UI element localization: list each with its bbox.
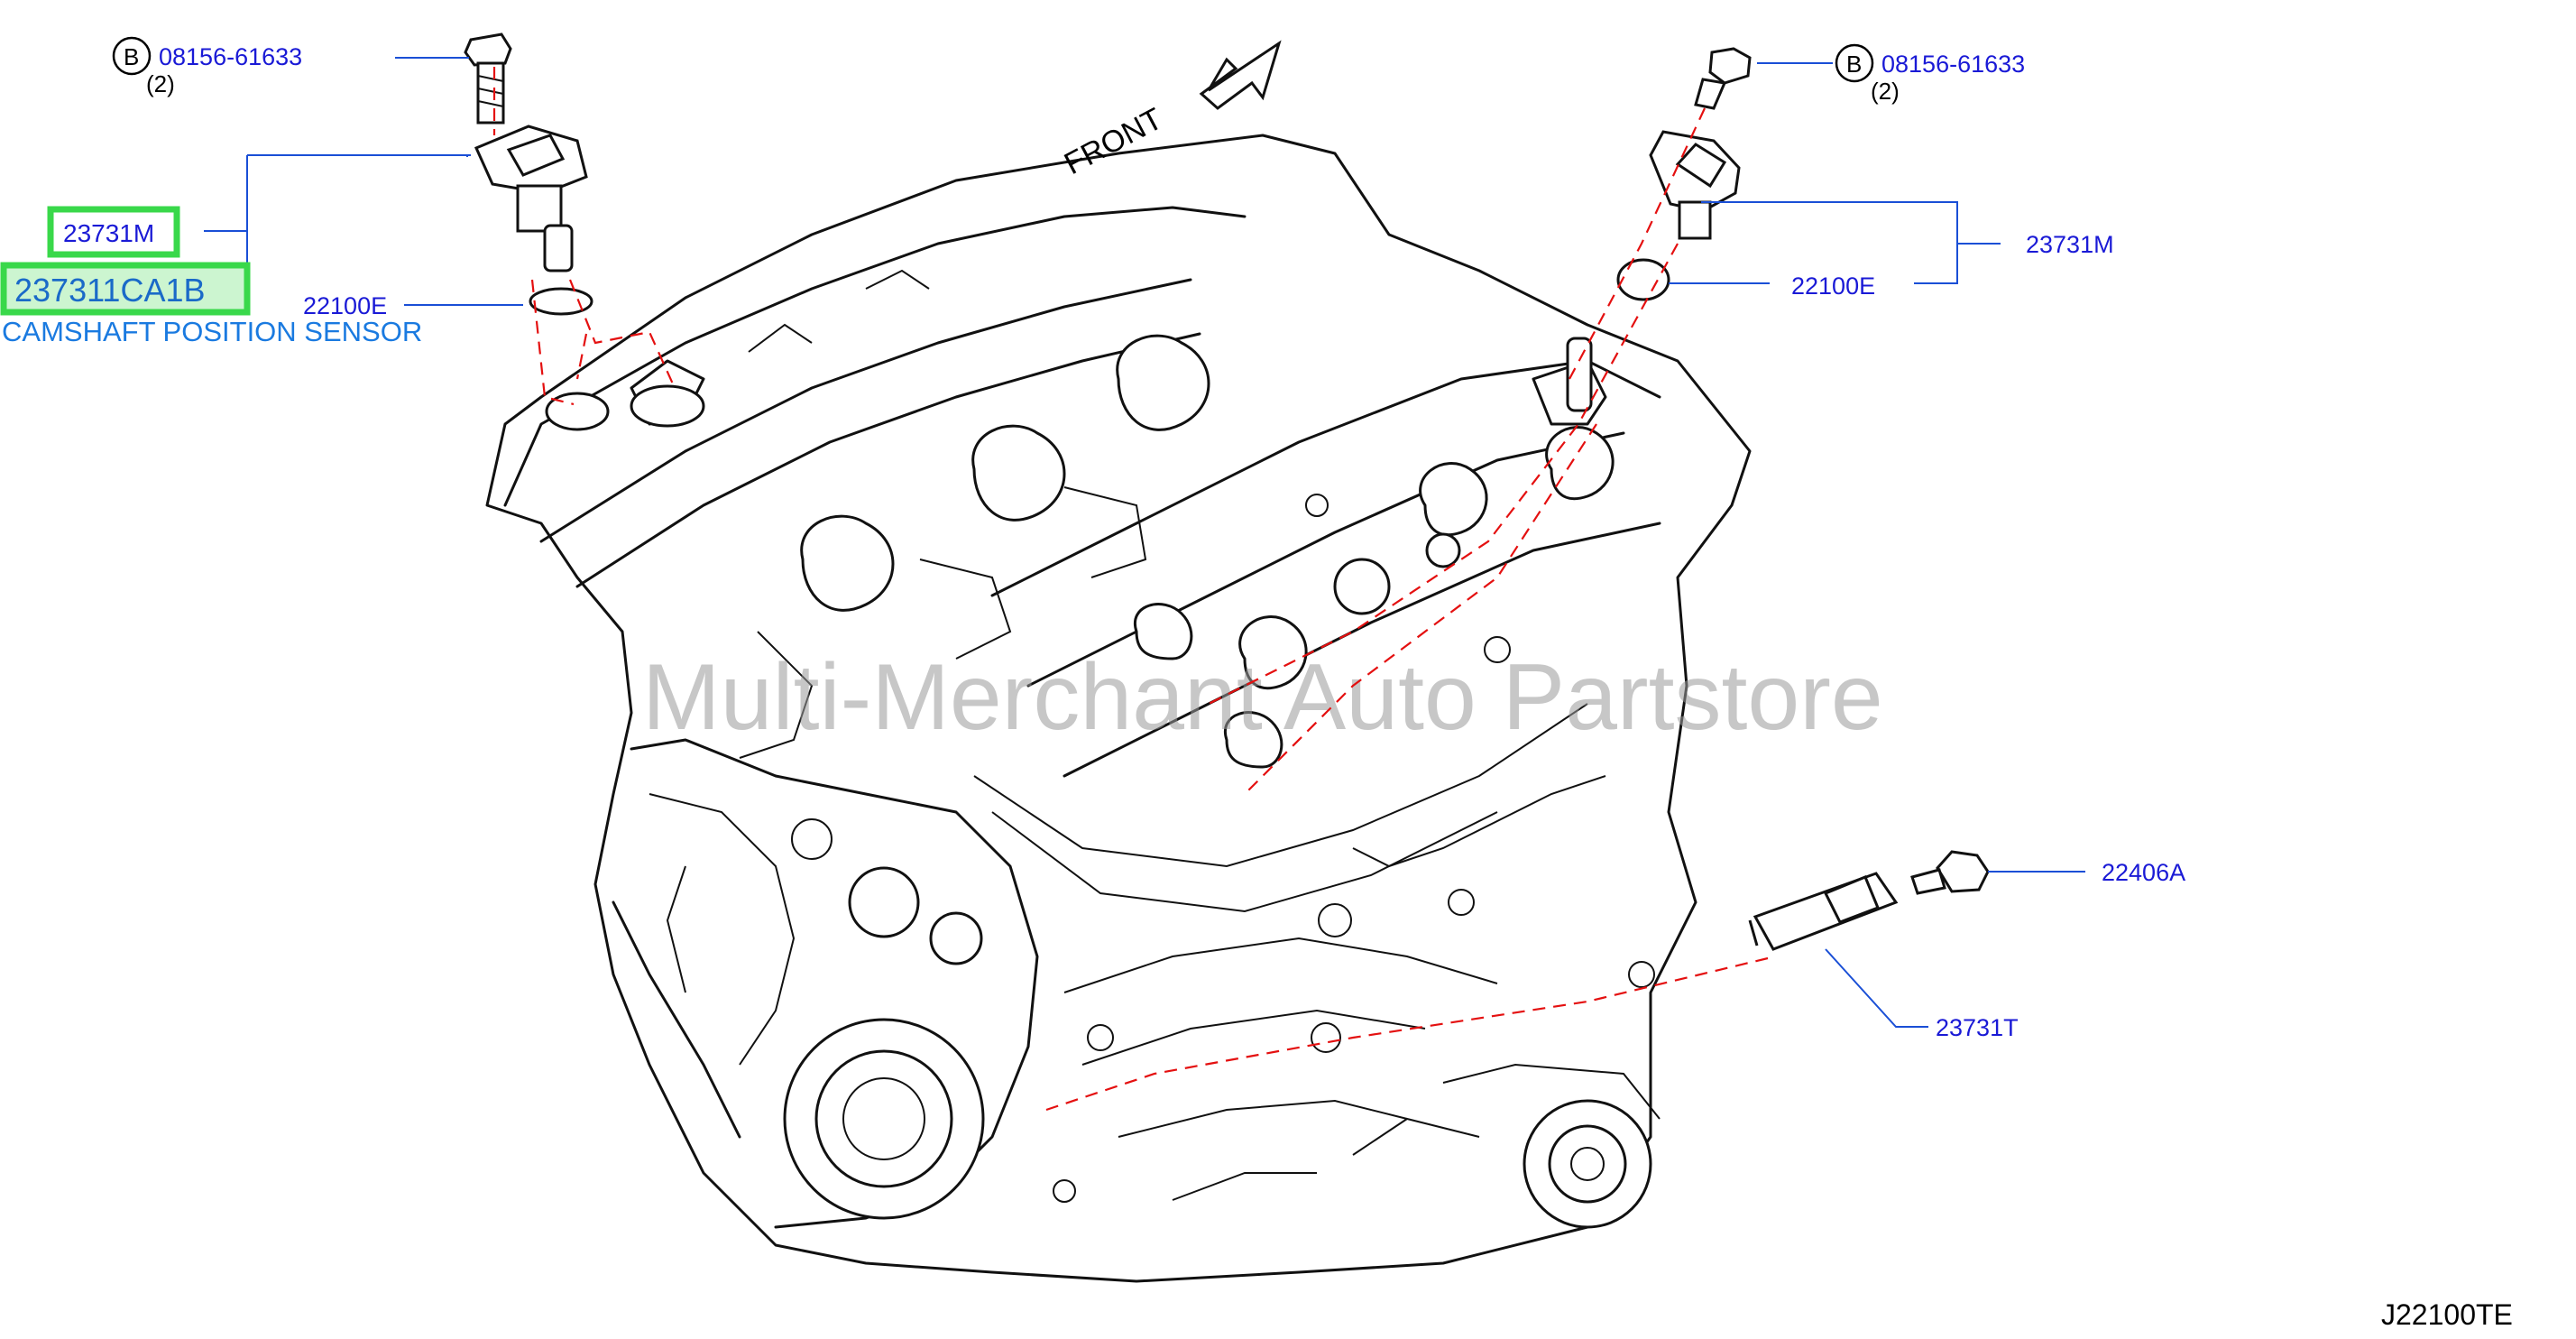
bolt-left-part-number: 08156-61633 — [159, 43, 302, 70]
oring-left-icon — [529, 287, 593, 316]
bolt-left-quantity: (2) — [146, 70, 175, 97]
front-label: FRONT — [1059, 102, 1168, 182]
bolt-right-circle-letter: B — [1846, 51, 1862, 78]
sensor-left-part-number: 23731M — [63, 219, 154, 247]
left-sensor-group — [464, 32, 676, 406]
camshaft-sensor-right-icon — [1649, 130, 1741, 240]
drawing-code: J22100TE — [2381, 1298, 2513, 1331]
sensor-left-highlight-box — [47, 206, 180, 258]
right-sensor-group — [1208, 47, 1752, 795]
sensor-left-description: CAMSHAFT POSITION SENSOR — [2, 316, 422, 347]
bolt-right-callout: B 08156-61633 (2) — [1835, 43, 2025, 105]
bolt-right-quantity: (2) — [1871, 78, 1900, 105]
lower-sensor-group — [1045, 850, 1990, 1112]
bolt-left-callout: B 08156-61633 (2) — [112, 36, 302, 97]
engine-block-drawing — [485, 134, 1752, 1283]
bolt-lower-icon — [1910, 850, 1990, 895]
watermark-text: Multi-Merchant Auto Partstore — [642, 645, 1883, 750]
front-arrow-icon — [1199, 40, 1282, 110]
sensor-left-alt-part-number: 237311CA1B — [14, 272, 206, 309]
oring-right-icon — [1616, 258, 1670, 301]
camshaft-sensor-left-icon — [474, 125, 588, 272]
oring-right-part-number: 22100E — [1791, 272, 1875, 300]
sensor-lower-part-number: 23731T — [1936, 1014, 2019, 1041]
bolt-lower-part-number: 22406A — [2102, 859, 2185, 886]
sensor-left-callout: 23731M — [47, 206, 180, 258]
sensor-left-alt-callout: 237311CA1B — [0, 262, 251, 316]
oring-left-part-number: 22100E — [303, 292, 387, 319]
bolt-right-icon — [1694, 47, 1752, 110]
front-direction: FRONT — [1059, 40, 1282, 182]
sensor-right-part-number: 23731M — [2026, 231, 2114, 258]
sensor-left-alt-highlight-box — [0, 262, 251, 316]
bolt-right-part-number: 08156-61633 — [1881, 51, 2025, 78]
bolt-left-circle-letter: B — [124, 43, 139, 70]
crankshaft-sensor-icon — [1748, 872, 1899, 951]
bolt-left-icon — [464, 32, 512, 125]
